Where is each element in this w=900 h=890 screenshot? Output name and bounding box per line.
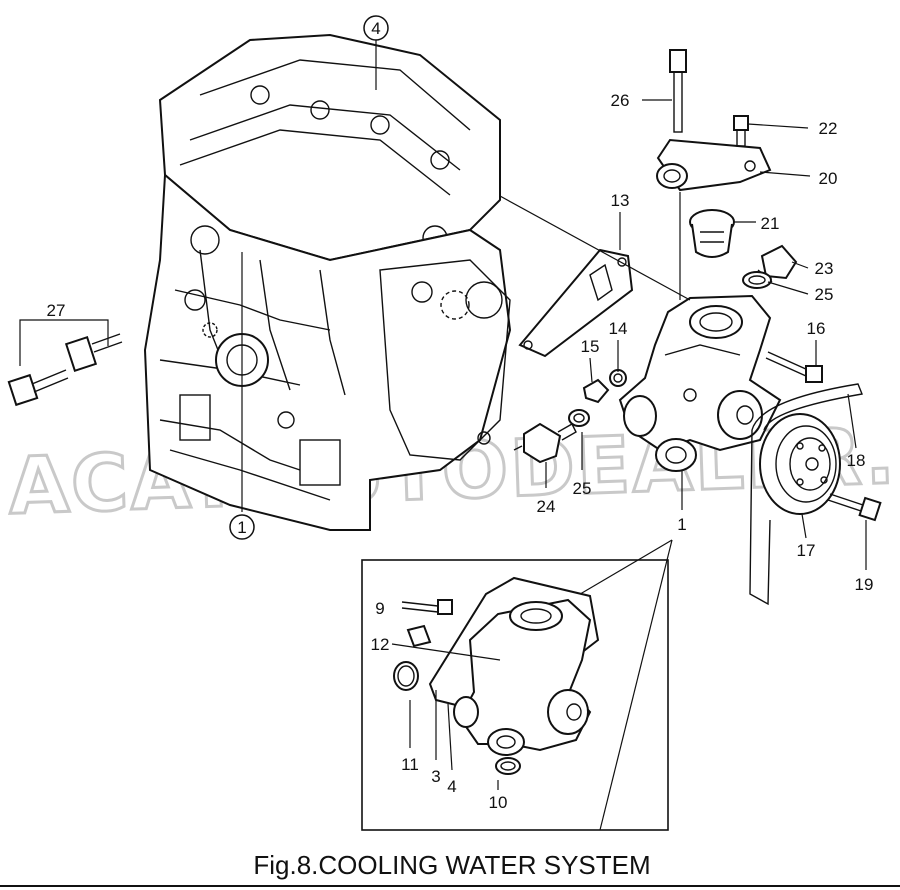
svg-text:4: 4: [371, 19, 380, 38]
callout-16: 16: [807, 319, 826, 338]
bolt-16-drawing: [765, 351, 823, 383]
leader-lines: [241, 38, 867, 831]
callout-12: 12: [371, 635, 390, 654]
callout-1: 1: [677, 515, 686, 534]
callout-13: 13: [611, 191, 630, 210]
detail-inset-frame: [361, 559, 669, 831]
callout-21: 21: [761, 214, 780, 233]
drain-plug-23-drawing: [742, 244, 798, 289]
callout-25-top: 25: [815, 285, 834, 304]
callout-circle-4: 4: [363, 15, 389, 41]
callout-14: 14: [609, 319, 628, 338]
callout-20: 20: [819, 169, 838, 188]
callout-24: 24: [537, 497, 556, 516]
svg-text:1: 1: [237, 518, 246, 537]
callout-10: 10: [489, 793, 508, 812]
stud-bolt-27-drawing: [7, 319, 123, 407]
callout-27: 27: [47, 301, 66, 320]
callout-15: 15: [581, 337, 600, 356]
inset-water-pump-drawing: [393, 576, 600, 775]
callout-11: 11: [401, 755, 419, 774]
gasket-13-drawing: [518, 248, 634, 358]
fan-pulley-17-drawing: [759, 413, 841, 515]
callout-23: 23: [815, 259, 834, 278]
bolt-19-drawing: [827, 493, 882, 522]
callout-17: 17: [797, 541, 816, 560]
callout-22: 22: [819, 119, 838, 138]
inset-leader-lines: [391, 643, 501, 790]
callout-18: 18: [847, 451, 866, 470]
callout-3: 3: [431, 767, 440, 786]
callout-26: 26: [611, 91, 630, 110]
engine-block-drawing: [143, 33, 512, 531]
callout-19: 19: [855, 575, 874, 594]
callout-circle-1: 1: [229, 514, 255, 540]
water-pump-assembly-1-drawing: [618, 294, 782, 472]
figure-caption: Fig.8.COOLING WATER SYSTEM: [253, 850, 650, 880]
callout-4-inset: 4: [447, 777, 456, 796]
thermostat-21-drawing: [689, 209, 735, 258]
callout-25-bottom: 25: [573, 479, 592, 498]
water-temp-sensor-24-drawing: [513, 369, 627, 464]
callout-9: 9: [375, 599, 384, 618]
thermostat-cover-20-drawing: [656, 49, 772, 192]
v-belt-18-drawing: [749, 383, 863, 606]
